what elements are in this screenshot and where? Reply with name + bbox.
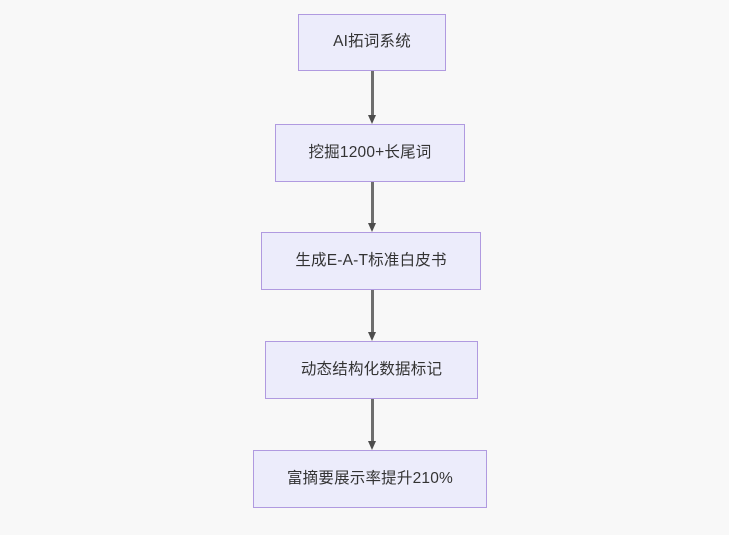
arrowhead-icon [367, 115, 376, 124]
edge-line [370, 290, 374, 332]
flow-node-label: 挖掘1200+长尾词 [308, 143, 432, 161]
flow-node-ai-keyword-system[interactable]: AI拓词系统 [298, 14, 446, 71]
flow-node-label: AI拓词系统 [333, 33, 411, 51]
edge-line [370, 182, 374, 223]
flow-node-label: 生成E-A-T标准白皮书 [295, 251, 447, 269]
flow-node-eat-whitepaper[interactable]: 生成E-A-T标准白皮书 [261, 232, 481, 290]
edge-line [370, 399, 374, 441]
edge-line [370, 71, 374, 115]
arrowhead-icon [367, 223, 376, 232]
flow-node-longtail-keywords[interactable]: 挖掘1200+长尾词 [275, 124, 465, 182]
flow-node-structured-data-markup[interactable]: 动态结构化数据标记 [265, 341, 478, 399]
flow-node-rich-snippet-result[interactable]: 富摘要展示率提升210% [253, 450, 487, 508]
arrowhead-icon [367, 441, 376, 450]
flow-node-label: 富摘要展示率提升210% [286, 469, 454, 487]
flow-node-label: 动态结构化数据标记 [300, 360, 443, 378]
arrowhead-icon [367, 332, 376, 341]
